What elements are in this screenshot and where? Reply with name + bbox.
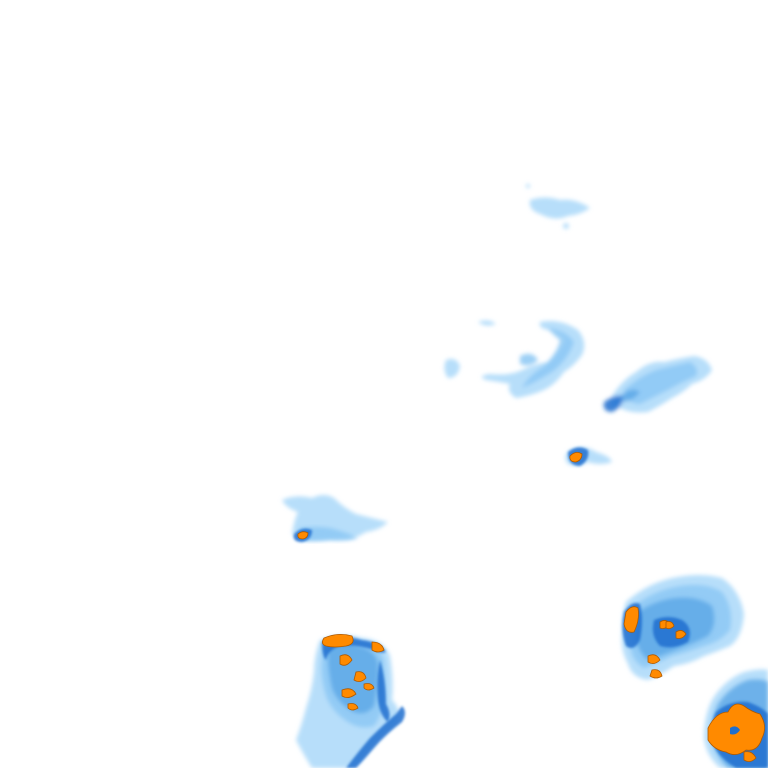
cell-south-center bbox=[296, 634, 405, 768]
cell-south-center-intense-3 bbox=[339, 654, 353, 666]
cell-south-center-tail bbox=[346, 706, 405, 768]
cell-south-center-intense-6 bbox=[347, 703, 359, 711]
cell-southeast-intense-3 bbox=[675, 630, 687, 639]
cell-north bbox=[526, 184, 590, 229]
cell-northeast-mod bbox=[620, 389, 640, 402]
cell-north-light bbox=[529, 197, 590, 219]
cell-central-hook bbox=[520, 353, 538, 366]
cell-south-center-intense-5 bbox=[341, 688, 357, 698]
cell-west bbox=[282, 495, 388, 542]
cell-central-light bbox=[481, 321, 585, 398]
cell-north-speck bbox=[526, 184, 530, 188]
cell-south-center-intense-1 bbox=[322, 634, 354, 648]
cell-southeast-corner bbox=[704, 669, 768, 768]
cell-west-lightmid bbox=[300, 527, 358, 541]
cell-northeast-lightmid bbox=[624, 362, 698, 404]
cell-west-intense bbox=[297, 531, 309, 540]
cell-northeast-heavy bbox=[603, 395, 624, 412]
cell-small-core bbox=[565, 447, 612, 466]
cell-southeast-intense-1 bbox=[623, 606, 639, 633]
cell-northeast bbox=[603, 356, 712, 413]
cell-south-center-intense-4 bbox=[353, 671, 367, 682]
cell-southeast-intense-6 bbox=[665, 621, 675, 630]
cell-small-core-intense bbox=[569, 452, 583, 463]
cell-south-center-intense-7 bbox=[363, 683, 375, 691]
cell-southeast-corner-hole bbox=[730, 726, 740, 735]
cell-south-center-heavy-east bbox=[377, 660, 390, 722]
cell-north-speck bbox=[563, 223, 569, 229]
cell-southeast-intense-5 bbox=[649, 669, 663, 679]
cell-central-lightmid bbox=[522, 328, 574, 388]
cell-southeast-corner-intense-2 bbox=[743, 751, 757, 762]
cell-southeast bbox=[621, 575, 744, 680]
cell-southeast-intense-4 bbox=[647, 654, 661, 664]
cell-central-north bbox=[478, 320, 496, 326]
cell-central-west bbox=[444, 358, 460, 378]
cell-south-center-intense-2 bbox=[371, 641, 385, 653]
cell-central bbox=[444, 320, 585, 398]
